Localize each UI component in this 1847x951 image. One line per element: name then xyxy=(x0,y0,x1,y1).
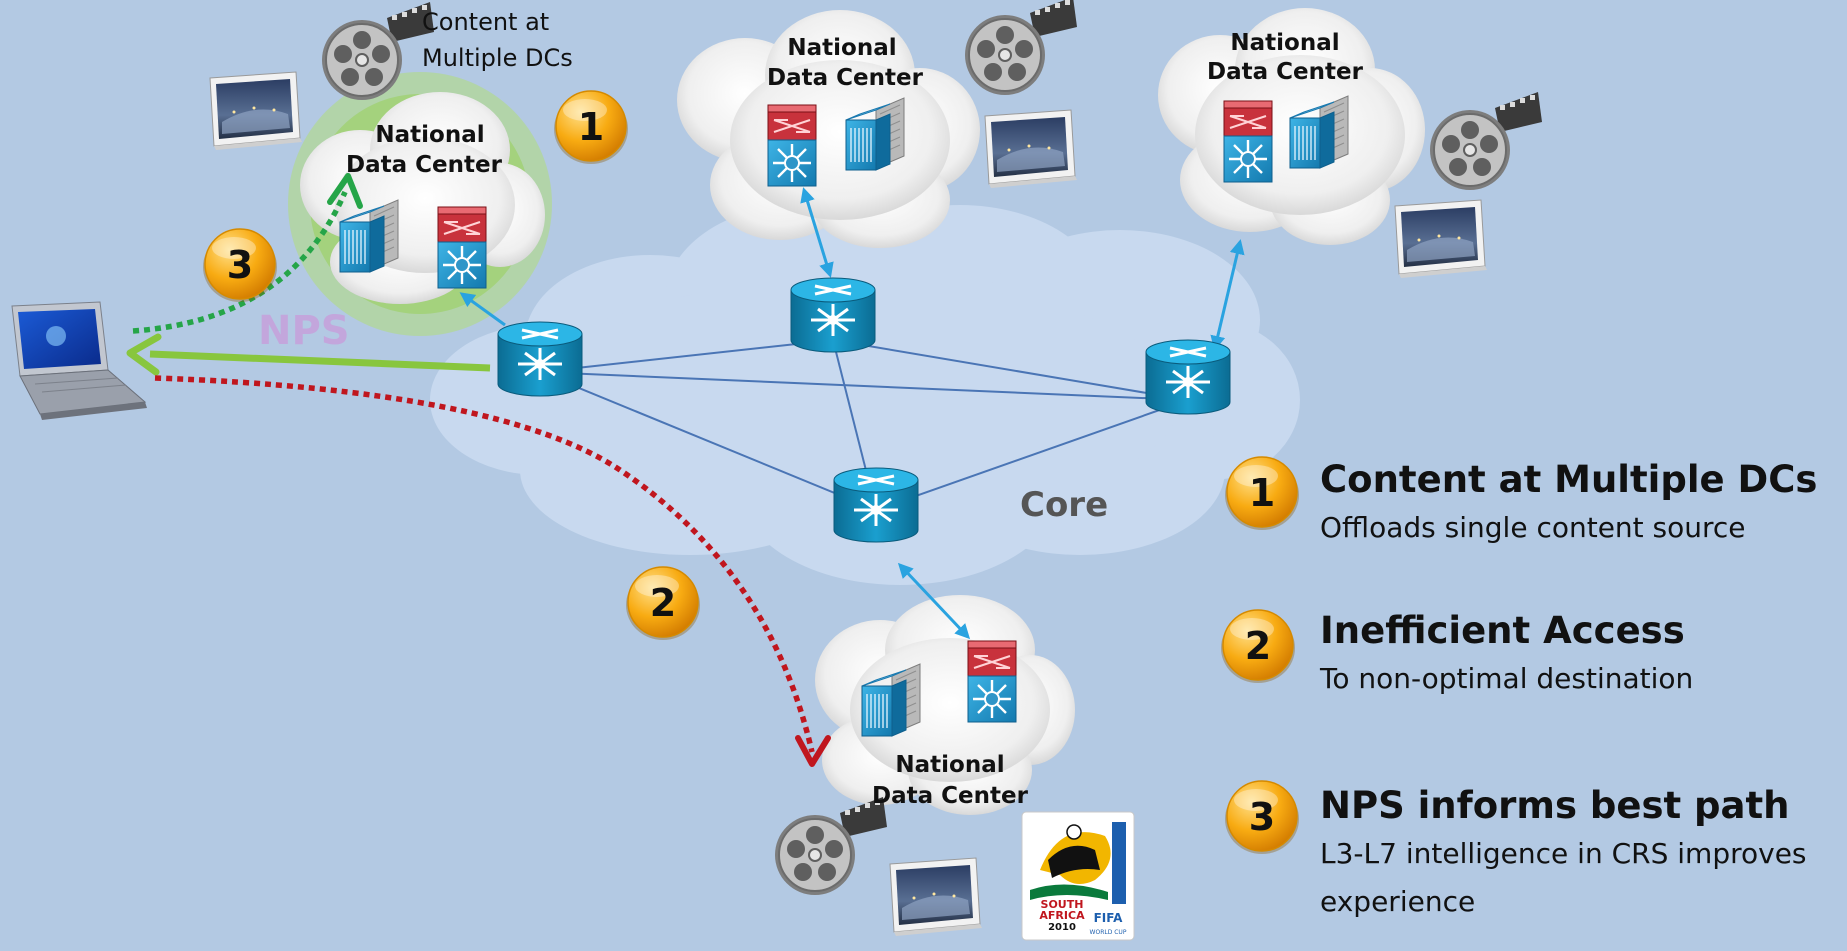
legend-badge-number: 3 xyxy=(1249,795,1275,839)
firewall-icon xyxy=(966,639,1018,724)
dc-label-bottom-line1: National xyxy=(895,752,1004,778)
nps-label: NPS xyxy=(258,308,350,354)
router-icon xyxy=(496,320,584,398)
fifa-world-cup-logo: SOUTH AFRICA 2010 FIFA WORLD CUP xyxy=(1021,811,1135,941)
video-thumbnail-icon xyxy=(984,109,1078,189)
legend-title: NPS informs best path xyxy=(1320,784,1790,827)
router-icon xyxy=(832,466,920,544)
content-note-line2: Multiple DCs xyxy=(422,44,573,72)
legend-item-3: 3 NPS informs best path L3-L7 intelligen… xyxy=(1224,780,1807,918)
dc-label-nps-line1: National xyxy=(375,122,484,148)
logo-text-africa: AFRICA xyxy=(1039,909,1085,922)
firewall-icon xyxy=(436,205,488,290)
logo-text-south: SOUTH xyxy=(1041,898,1084,911)
legend-desc: Offloads single content source xyxy=(1320,511,1746,544)
logo-text-year: 2010 xyxy=(1048,922,1076,933)
legend-desc: To non-optimal destination xyxy=(1319,662,1693,695)
film-reel-icon xyxy=(774,796,888,896)
video-thumbnail-icon xyxy=(889,857,983,937)
router-icon xyxy=(789,276,877,354)
film-reel-icon xyxy=(964,0,1078,96)
firewall-icon xyxy=(1222,99,1274,184)
legend-badge-number: 1 xyxy=(1249,471,1275,515)
legend-desc: experience xyxy=(1320,885,1475,918)
legend: 1 Content at Multiple DCs Offloads singl… xyxy=(1220,456,1817,918)
content-note-line1: Content at xyxy=(422,8,549,36)
diagram-badge-3: 3 xyxy=(202,228,278,303)
legend-item-2: 2 Inefficient Access To non-optimal dest… xyxy=(1220,609,1693,695)
film-reel-icon xyxy=(1429,91,1543,191)
legend-item-1: 1 Content at Multiple DCs Offloads singl… xyxy=(1224,456,1817,544)
router-icon xyxy=(1144,338,1232,416)
best-path-arrow xyxy=(132,173,363,334)
diagram-badge-2: 2 xyxy=(625,566,701,641)
firewall-icon xyxy=(766,103,818,188)
dc-label-top-right-line1: National xyxy=(1230,30,1339,56)
legend-desc: L3-L7 intelligence in CRS improves xyxy=(1320,837,1807,870)
dc-label-top-right-line2: Data Center xyxy=(1207,59,1364,85)
legend-badge-number: 2 xyxy=(1245,624,1271,668)
logo-text-worldcup: WORLD CUP xyxy=(1090,929,1127,936)
svg-text:3: 3 xyxy=(227,243,253,287)
svg-text:2: 2 xyxy=(650,581,676,625)
dc-label-top-center-line1: National xyxy=(787,35,896,61)
legend-title: Content at Multiple DCs xyxy=(1320,458,1817,501)
dc-cloud-bottom xyxy=(815,595,1075,815)
logo-text-fifa: FIFA xyxy=(1094,911,1123,925)
dc-label-top-center-line2: Data Center xyxy=(767,65,924,91)
legend-title: Inefficient Access xyxy=(1320,609,1685,652)
diagram-badge-1: 1 xyxy=(553,90,629,165)
access-links xyxy=(459,187,1245,640)
dc-label-nps-line2: Data Center xyxy=(346,152,503,178)
svg-text:1: 1 xyxy=(578,105,604,149)
dc-label-bottom-line2: Data Center xyxy=(872,783,1029,809)
video-thumbnail-icon xyxy=(1394,199,1488,279)
core-label: Core xyxy=(1020,485,1108,525)
laptop-icon xyxy=(11,301,147,420)
direct-access-arrow xyxy=(126,333,491,376)
inefficient-access-path xyxy=(154,375,831,767)
core-network-cloud xyxy=(430,205,1300,585)
video-thumbnail-icon xyxy=(209,71,303,151)
